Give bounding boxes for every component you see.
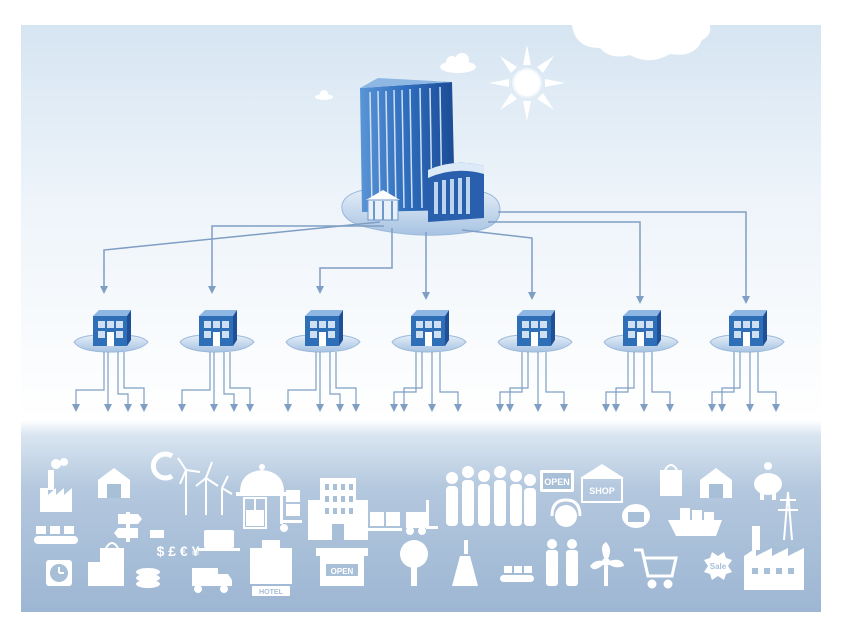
cloud-icon [440, 53, 476, 73]
hq-connectors [100, 211, 750, 304]
cloud-icon [315, 90, 333, 100]
factory-icon [40, 458, 72, 512]
power-pylon-icon [778, 491, 798, 541]
branch-connectors [284, 352, 360, 412]
hand-truck-icon [280, 488, 302, 532]
office-building-icon [308, 478, 368, 540]
shopping-bag-icon [660, 464, 682, 496]
headset-support-icon [550, 498, 582, 527]
open-sign-label: OPEN [544, 477, 570, 487]
warehouse-icon [98, 468, 130, 498]
wind-turbine-icon [177, 457, 233, 515]
shopping-bags-icon [88, 542, 124, 586]
warehouse-icon [700, 468, 732, 498]
branch-office-icon [497, 310, 573, 353]
forklift-icon [406, 500, 438, 535]
branch-office-icon [709, 310, 785, 353]
pallet-boxes-icon [368, 512, 402, 531]
currency-exchange-icon: $ £ € ¥ [157, 543, 200, 559]
branch-office-icon [179, 310, 255, 353]
refresh-icon [150, 451, 174, 481]
laptop-wifi-icon [198, 530, 240, 551]
clock-icon [46, 560, 72, 586]
branch-office-icon [603, 310, 679, 353]
currency-symbols-label: $ £ € ¥ [157, 543, 200, 559]
headquarters-building-icon [341, 78, 501, 236]
piggy-bank-icon [754, 462, 782, 500]
branch-connectors [602, 352, 674, 412]
ship-icon [668, 508, 722, 536]
service-bell-icon [236, 464, 288, 496]
sale-badge-icon: Sale [704, 552, 732, 580]
people-group-icon [446, 466, 536, 526]
storefront-icon: OPEN [316, 548, 368, 586]
cloud-icon [572, 25, 711, 61]
credit-card-icon [622, 504, 650, 528]
fan-icon [590, 542, 624, 586]
conveyor-belt-icon [34, 526, 78, 544]
coins-icon [136, 568, 160, 588]
hotel-icon: HOTEL [250, 540, 292, 596]
road-icon [452, 540, 478, 586]
branch-office-icon [285, 310, 361, 353]
branch-office-icon [391, 310, 467, 353]
shopping-cart-icon [634, 548, 678, 589]
tree-icon [400, 540, 428, 586]
open-sign-icon: OPEN [540, 470, 574, 492]
shop-sign-label: SHOP [589, 486, 615, 496]
open-sign-label: OPEN [331, 567, 354, 576]
branch-connectors [496, 352, 568, 412]
cargo-crane-icon [243, 497, 267, 529]
delivery-truck-icon [192, 568, 232, 593]
signpost-icon [114, 512, 142, 542]
branch-connectors [178, 352, 254, 412]
branch-connectors [708, 352, 780, 412]
factory-icon [744, 526, 804, 590]
branch-connectors [72, 352, 148, 412]
branch-office-icon [73, 310, 149, 353]
sale-badge-label: Sale [710, 562, 727, 571]
hotel-sign-label: HOTEL [259, 589, 283, 596]
handshake-people-icon [546, 539, 578, 586]
bottom-icons: OPEN SHOP [34, 451, 804, 596]
shop-icon: SHOP [580, 464, 624, 503]
branch-connectors [390, 352, 462, 412]
conveyor-belt-icon [500, 566, 534, 582]
money-icon [150, 530, 164, 538]
sun-icon [489, 45, 565, 121]
